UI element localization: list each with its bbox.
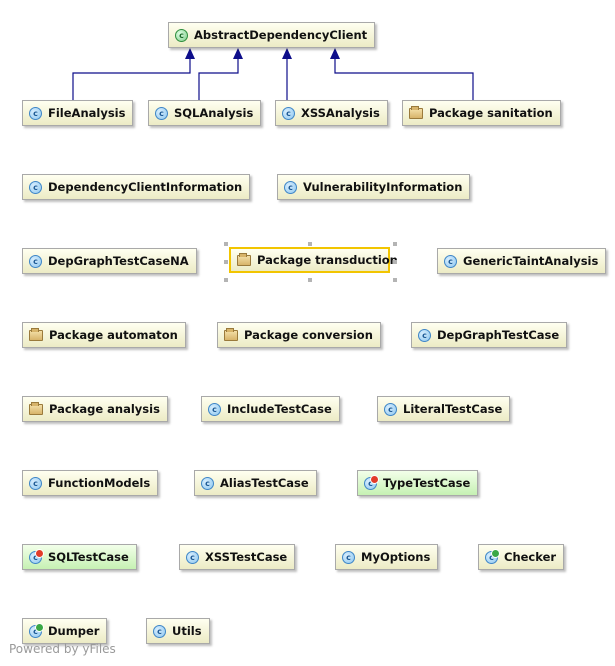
node-label: GenericTaintAnalysis bbox=[463, 254, 599, 268]
node-package-transduction[interactable]: Package transduction bbox=[229, 247, 398, 273]
class-icon bbox=[29, 476, 42, 490]
node-dependencyclientinformation[interactable]: DependencyClientInformation bbox=[22, 174, 251, 200]
node-depgraphtestcasena[interactable]: DepGraphTestCaseNA bbox=[22, 248, 197, 274]
node-sqlanalysis[interactable]: SQLAnalysis bbox=[148, 100, 262, 126]
node-label: Utils bbox=[172, 624, 202, 638]
arrowhead-1 bbox=[185, 48, 195, 59]
node-label: TypeTestCase bbox=[383, 476, 471, 490]
selection-handle[interactable] bbox=[393, 242, 397, 246]
node-label: Dumper bbox=[48, 624, 100, 638]
class-icon bbox=[284, 180, 297, 194]
class-icon bbox=[29, 180, 42, 194]
node-dumper[interactable]: Dumper bbox=[22, 618, 108, 644]
node-label: Package sanitation bbox=[429, 106, 553, 120]
node-label: Package automaton bbox=[49, 328, 178, 342]
edge-package-sanitation bbox=[334, 58, 474, 100]
edge-sqlanalysis bbox=[198, 58, 239, 100]
node-package-sanitation[interactable]: Package sanitation bbox=[402, 100, 561, 126]
node-label: IncludeTestCase bbox=[227, 402, 332, 416]
class-icon bbox=[29, 254, 42, 268]
node-package-conversion[interactable]: Package conversion bbox=[217, 322, 381, 348]
node-label: SQLTestCase bbox=[48, 550, 129, 564]
node-package-analysis[interactable]: Package analysis bbox=[22, 396, 168, 422]
node-label: SQLAnalysis bbox=[174, 106, 254, 120]
node-label: Package analysis bbox=[49, 402, 160, 416]
node-vulnerabilityinformation[interactable]: VulnerabilityInformation bbox=[277, 174, 471, 200]
node-xssanalysis[interactable]: XSSAnalysis bbox=[275, 100, 388, 126]
selection-handle[interactable] bbox=[224, 242, 228, 246]
test-class-icon bbox=[364, 474, 379, 490]
selection-handle[interactable] bbox=[224, 260, 228, 264]
node-depgraphtestcase[interactable]: DepGraphTestCase bbox=[411, 322, 568, 348]
node-checker[interactable]: Checker bbox=[478, 544, 565, 570]
package-icon bbox=[29, 401, 43, 415]
node-label: DepGraphTestCase bbox=[437, 328, 560, 342]
node-myoptions[interactable]: MyOptions bbox=[335, 544, 439, 570]
arrowhead-3 bbox=[282, 48, 292, 59]
runnable-class-icon bbox=[29, 622, 44, 638]
node-label: DependencyClientInformation bbox=[48, 180, 243, 194]
arrowhead-4 bbox=[330, 48, 340, 59]
arrowhead-2 bbox=[233, 48, 243, 59]
node-xsstestcase[interactable]: XSSTestCase bbox=[179, 544, 296, 570]
node-label: LiteralTestCase bbox=[403, 402, 503, 416]
class-icon bbox=[29, 106, 42, 120]
node-sqltestcase[interactable]: SQLTestCase bbox=[22, 544, 137, 570]
node-label: DepGraphTestCaseNA bbox=[48, 254, 189, 268]
abstract-class-icon bbox=[175, 28, 188, 42]
node-label: XSSTestCase bbox=[205, 550, 288, 564]
node-utils[interactable]: Utils bbox=[146, 618, 210, 644]
class-icon bbox=[208, 402, 221, 416]
node-functionmodels[interactable]: FunctionModels bbox=[22, 470, 159, 496]
node-aliastestcase[interactable]: AliasTestCase bbox=[194, 470, 317, 496]
class-icon bbox=[384, 402, 397, 416]
class-icon bbox=[282, 106, 295, 120]
package-icon bbox=[409, 105, 423, 119]
selection-handle[interactable] bbox=[224, 278, 228, 282]
package-icon bbox=[237, 252, 251, 266]
package-icon bbox=[224, 327, 238, 341]
selection-handle[interactable] bbox=[308, 242, 312, 246]
node-label: XSSAnalysis bbox=[301, 106, 380, 120]
edge-fileanalysis bbox=[72, 58, 191, 100]
yfiles-watermark: Powered by yFiles bbox=[9, 642, 116, 656]
selection-handle[interactable] bbox=[393, 260, 397, 264]
node-label: MyOptions bbox=[361, 550, 431, 564]
node-fileanalysis[interactable]: FileAnalysis bbox=[22, 100, 134, 126]
class-icon bbox=[342, 550, 355, 564]
test-class-icon bbox=[29, 548, 44, 564]
class-icon bbox=[418, 328, 431, 342]
class-icon bbox=[155, 106, 168, 120]
package-icon bbox=[29, 327, 43, 341]
selection-handle[interactable] bbox=[393, 278, 397, 282]
node-label: AliasTestCase bbox=[220, 476, 309, 490]
node-label: AbstractDependencyClient bbox=[194, 28, 368, 42]
node-label: VulnerabilityInformation bbox=[303, 180, 463, 194]
node-label: FileAnalysis bbox=[48, 106, 126, 120]
class-icon bbox=[186, 550, 199, 564]
node-abstractdependencyclient[interactable]: AbstractDependencyClient bbox=[168, 22, 376, 48]
node-label: Checker bbox=[504, 550, 557, 564]
node-typetestcase[interactable]: TypeTestCase bbox=[357, 470, 479, 496]
node-package-automaton[interactable]: Package automaton bbox=[22, 322, 186, 348]
runnable-class-icon bbox=[485, 548, 500, 564]
node-label: Package conversion bbox=[244, 328, 373, 342]
class-icon bbox=[153, 624, 166, 638]
selection-handle[interactable] bbox=[308, 278, 312, 282]
node-label: FunctionModels bbox=[48, 476, 151, 490]
class-icon bbox=[444, 254, 457, 268]
class-icon bbox=[201, 476, 214, 490]
node-generictaintanalysis[interactable]: GenericTaintAnalysis bbox=[437, 248, 607, 274]
node-label: Package transduction bbox=[257, 253, 398, 267]
node-literaltestcase[interactable]: LiteralTestCase bbox=[377, 396, 511, 422]
node-includetestcase[interactable]: IncludeTestCase bbox=[201, 396, 340, 422]
